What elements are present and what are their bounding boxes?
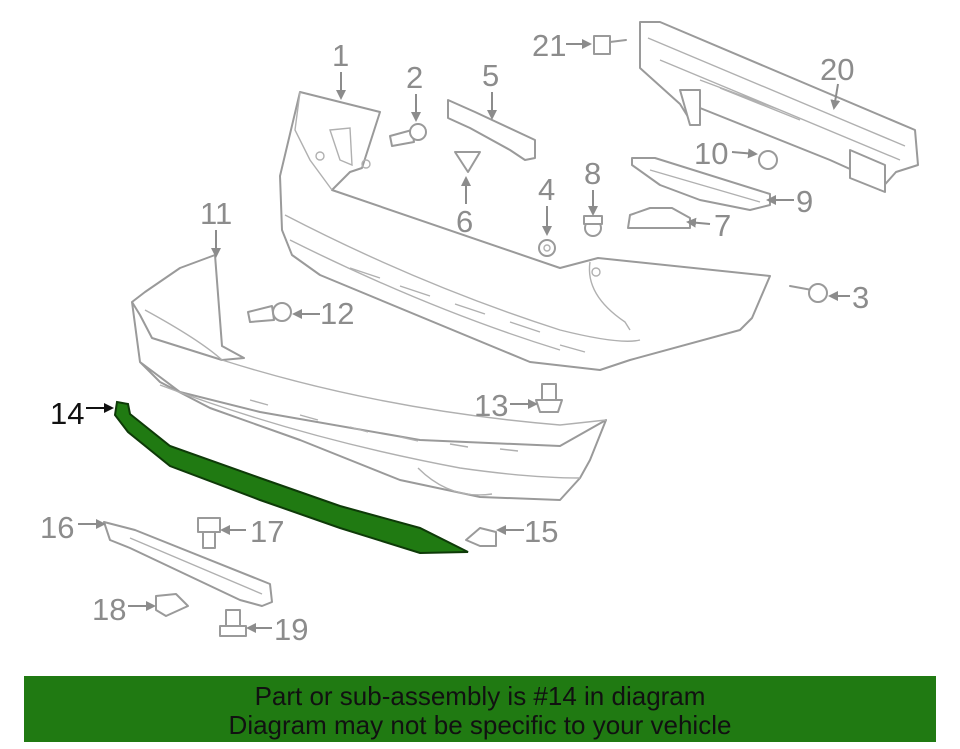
callout-14: 14 (50, 396, 84, 431)
part-16-bracket (103, 521, 273, 607)
fastener-3 (789, 283, 828, 303)
callout-9: 9 (796, 184, 813, 219)
fastener-8 (583, 215, 603, 237)
callout-18: 18 (92, 592, 126, 627)
fastener-6 (454, 151, 481, 173)
fastener-2 (389, 123, 427, 147)
notice-line-1: Part or sub-assembly is #14 in diagram (254, 681, 706, 711)
callout-8: 8 (584, 156, 601, 191)
part-1-bumper-cover (279, 91, 771, 371)
callout-21: 21 (532, 28, 566, 63)
callout-20: 20 (820, 52, 854, 87)
part-7-bracket (627, 207, 691, 229)
fastener-10 (758, 150, 778, 170)
fastener-13 (535, 383, 563, 413)
callout-7: 7 (714, 208, 731, 243)
callout-15: 15 (524, 514, 558, 549)
callout-10: 10 (694, 136, 728, 171)
notice-line-2: Diagram may not be specific to your vehi… (228, 710, 732, 740)
part-11-lower-bumper-cover (131, 254, 607, 501)
callout-11: 11 (200, 196, 232, 231)
fastener-4 (538, 239, 556, 257)
callout-6: 6 (456, 204, 473, 239)
callout-12: 12 (320, 296, 354, 331)
fastener-18 (155, 593, 189, 617)
part-20-bumper-reinforcement (639, 21, 919, 193)
fastener-12 (247, 302, 292, 323)
part-14-lower-garnish (113, 400, 469, 555)
callout-1: 1 (332, 38, 349, 73)
leader-lines (78, 39, 850, 633)
fastener-17 (197, 517, 221, 549)
part-5-slider (447, 99, 536, 161)
callout-17: 17 (250, 514, 284, 549)
part-9-bracket (631, 157, 771, 211)
notice-banner: Part or sub-assembly is #14 in diagram D… (24, 676, 936, 742)
fastener-21 (593, 35, 627, 55)
callout-3: 3 (852, 280, 869, 315)
callout-16: 16 (40, 510, 74, 545)
callout-19: 19 (274, 612, 308, 647)
callout-2: 2 (406, 60, 423, 95)
callout-13: 13 (474, 388, 508, 423)
fastener-19 (219, 609, 247, 637)
fastener-15 (465, 527, 497, 547)
callout-5: 5 (482, 58, 499, 93)
callout-4: 4 (538, 172, 555, 207)
callout-labels: 1 2 3 4 5 6 7 8 9 10 11 12 13 14 15 16 1… (40, 28, 869, 647)
